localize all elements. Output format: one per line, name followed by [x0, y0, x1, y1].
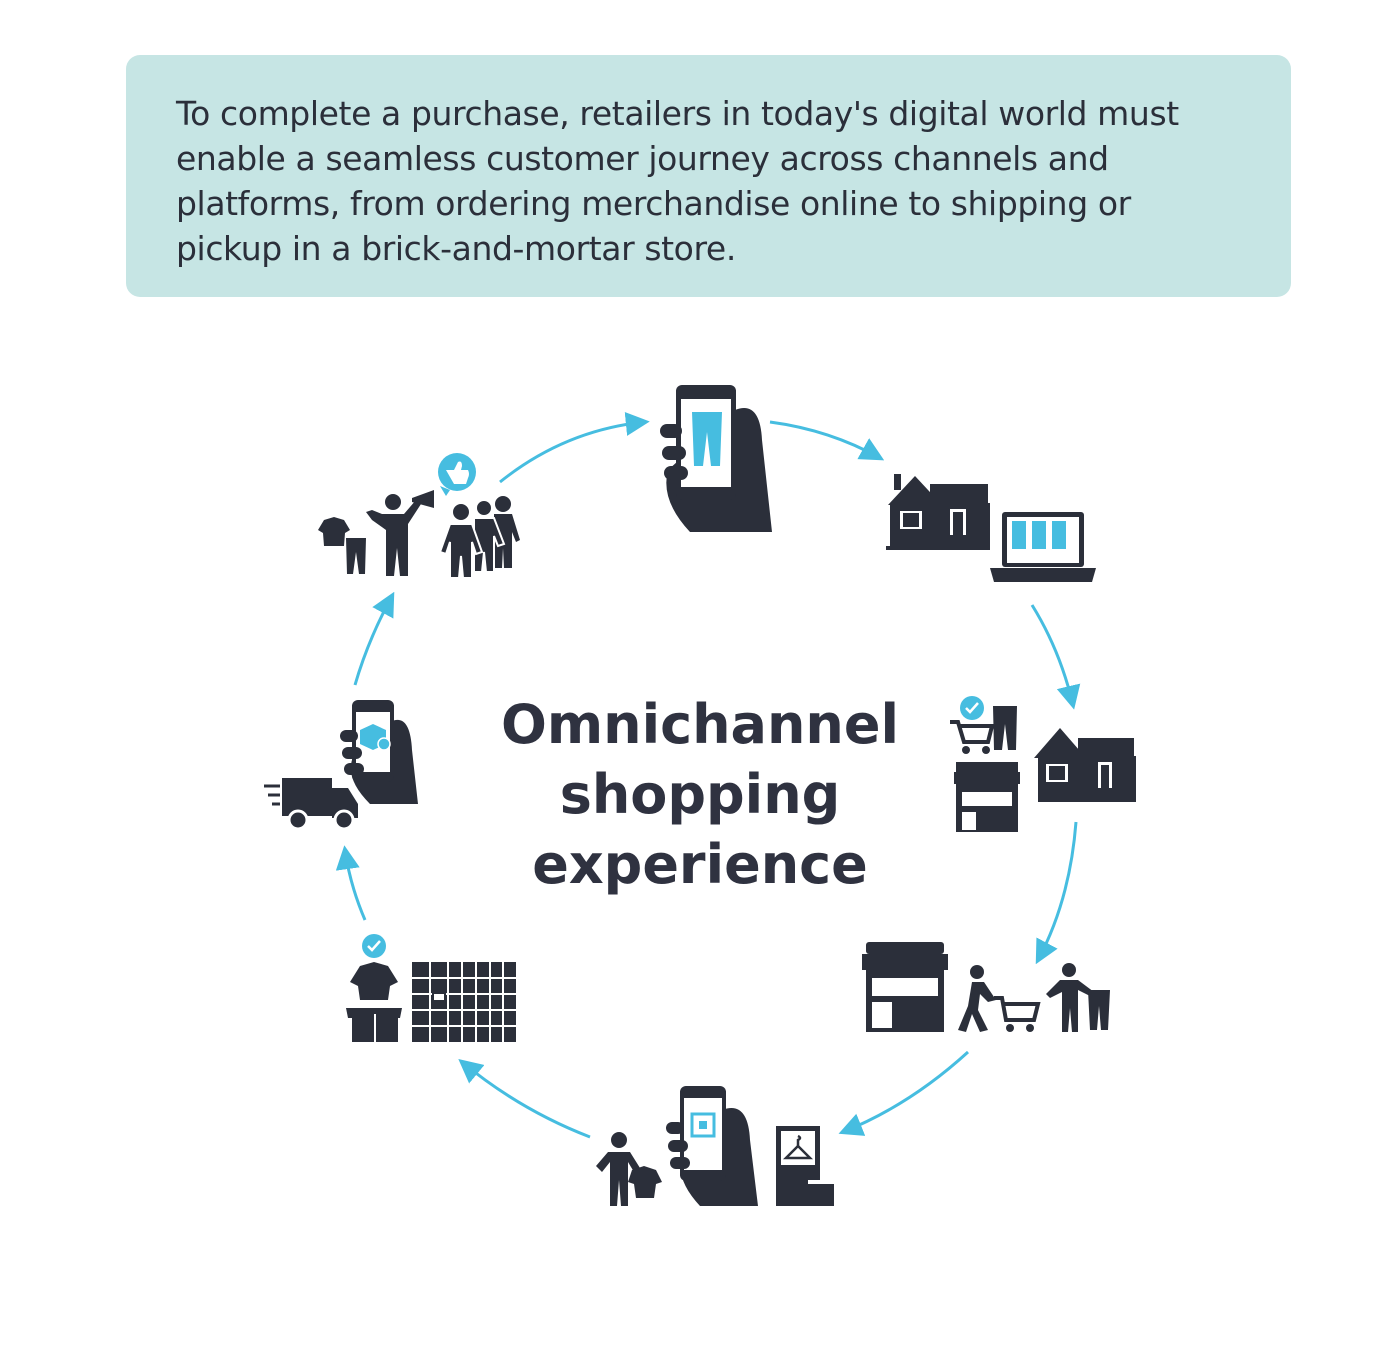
center-title: Omnichannel shopping experience	[450, 690, 950, 900]
delivery-tracking-icon	[264, 700, 418, 831]
store-visit-shoppers-icon	[862, 942, 1110, 1032]
intro-text: To complete a purchase, retailers in tod…	[176, 94, 1179, 268]
pickup-locker-icon	[346, 934, 516, 1042]
arrow-6	[458, 1058, 591, 1139]
arrow-8	[353, 591, 395, 686]
arrow-2	[769, 420, 885, 461]
center-title-line-1: Omnichannel	[500, 693, 900, 756]
arrow-7	[335, 845, 367, 921]
arrow-5	[838, 1050, 970, 1136]
scan-code-fitting-room-icon	[596, 1086, 836, 1206]
arrow-4	[1035, 821, 1078, 965]
cycle-arrows	[335, 411, 1081, 1139]
intro-panel: To complete a purchase, retailers in tod…	[126, 55, 1291, 297]
center-title-line-2: shopping	[559, 763, 841, 826]
arrow-1	[499, 411, 650, 484]
arrow-3	[1030, 604, 1081, 710]
home-laptop-shopping-icon	[886, 474, 1096, 582]
cart-store-home-fulfillment-icon	[950, 696, 1136, 832]
social-sharing-advocacy-icon	[318, 453, 520, 579]
smartphone-browse-jeans-icon	[660, 385, 772, 532]
center-title-line-3: experience	[532, 833, 868, 896]
